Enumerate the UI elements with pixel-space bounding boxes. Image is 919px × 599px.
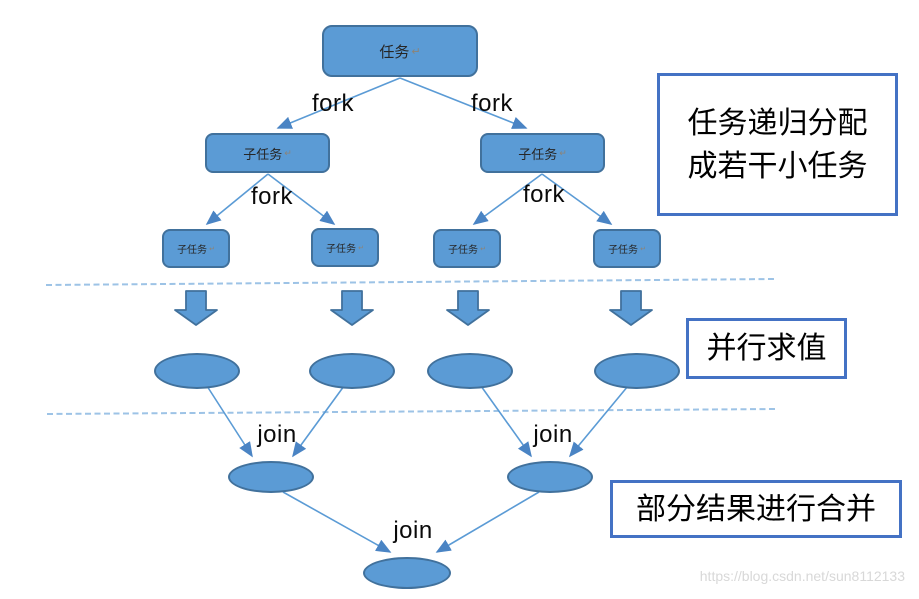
join-label-2: join: [533, 421, 573, 448]
result-oval-3: [427, 353, 513, 389]
fork-label-3: fork: [250, 183, 293, 210]
fork-label-2: fork: [470, 90, 513, 117]
node-leaftask-3-label: 子任务: [448, 245, 479, 256]
paragraph-return-mark: ↵: [480, 245, 486, 253]
annotation-recursive-split: 任务递归分配 成若干小任务: [657, 73, 898, 216]
arrow-result2-to-joinleft: [292, 385, 345, 458]
arrow-root-to-left-subtask: [276, 77, 401, 129]
dashed-separator-bottom: [46, 408, 778, 415]
fork-label-4: fork: [522, 181, 565, 208]
paragraph-return-mark: ↵: [209, 245, 215, 253]
node-subtask-left-label: 子任务: [243, 146, 283, 162]
fork-label-1: fork: [311, 90, 354, 117]
result-oval-1: [154, 353, 240, 389]
node-subtask-left: 子任务↵: [205, 133, 330, 173]
node-leaftask-1: 子任务↵: [162, 229, 230, 268]
arrow-subleft-to-leaf-b: [267, 173, 336, 225]
node-leaftask-1-label: 子任务: [177, 245, 208, 256]
arrow-result1-to-joinleft: [206, 385, 253, 458]
merged-oval-right: [507, 461, 593, 493]
node-leaftask-4: 子任务↵: [593, 229, 661, 268]
arrow-subright-to-leaf-c: [472, 173, 543, 225]
watermark-url: https://blog.csdn.net/sun8112133: [699, 568, 905, 584]
dashed-separator-top: [45, 278, 776, 286]
merged-oval-left: [228, 461, 314, 493]
node-leaftask-2: 子任务↵: [311, 228, 379, 267]
paragraph-return-mark: ↵: [640, 245, 646, 253]
node-leaftask-3: 子任务↵: [433, 229, 501, 268]
paragraph-return-mark: ↵: [411, 45, 421, 58]
result-oval-4: [594, 353, 680, 389]
annotation-parallel-eval-text: 并行求值: [706, 332, 827, 365]
arrow-joinright-to-final: [435, 491, 540, 553]
paragraph-return-mark: ↵: [559, 147, 567, 158]
join-label-1: join: [257, 421, 297, 448]
block-down-arrow-2: [330, 290, 374, 326]
result-oval-2: [309, 353, 395, 389]
annotation-recursive-split-line1: 任务递归分配: [687, 106, 868, 140]
block-down-arrow-3: [446, 290, 490, 326]
node-task-root-label: 任务: [379, 43, 410, 61]
node-subtask-right-label: 子任务: [518, 146, 558, 162]
arrow-result3-to-joinright: [480, 385, 532, 458]
annotation-recursive-split-line2: 成若干小任务: [687, 149, 868, 183]
node-leaftask-2-label: 子任务: [326, 244, 357, 255]
join-label-3: join: [393, 517, 433, 544]
final-result-oval: [363, 557, 451, 589]
paragraph-return-mark: ↵: [358, 244, 364, 252]
paragraph-return-mark: ↵: [284, 147, 292, 158]
block-down-arrow-4: [609, 290, 653, 326]
node-leaftask-4-label: 子任务: [608, 245, 639, 256]
arrow-result4-to-joinright: [568, 385, 629, 458]
node-task-root: 任务↵: [322, 25, 478, 77]
block-down-arrow-1: [174, 290, 218, 326]
arrow-joinleft-to-final: [282, 491, 392, 553]
arrow-subright-to-leaf-d: [541, 173, 613, 225]
arrow-subleft-to-leaf-a: [205, 173, 269, 226]
annotation-merge-results: 部分结果进行合并: [610, 480, 902, 538]
annotation-merge-results-text: 部分结果进行合并: [636, 492, 876, 526]
node-subtask-right: 子任务↵: [480, 133, 605, 173]
annotation-parallel-eval: 并行求值: [686, 318, 847, 379]
arrow-root-to-right-subtask: [399, 77, 528, 129]
